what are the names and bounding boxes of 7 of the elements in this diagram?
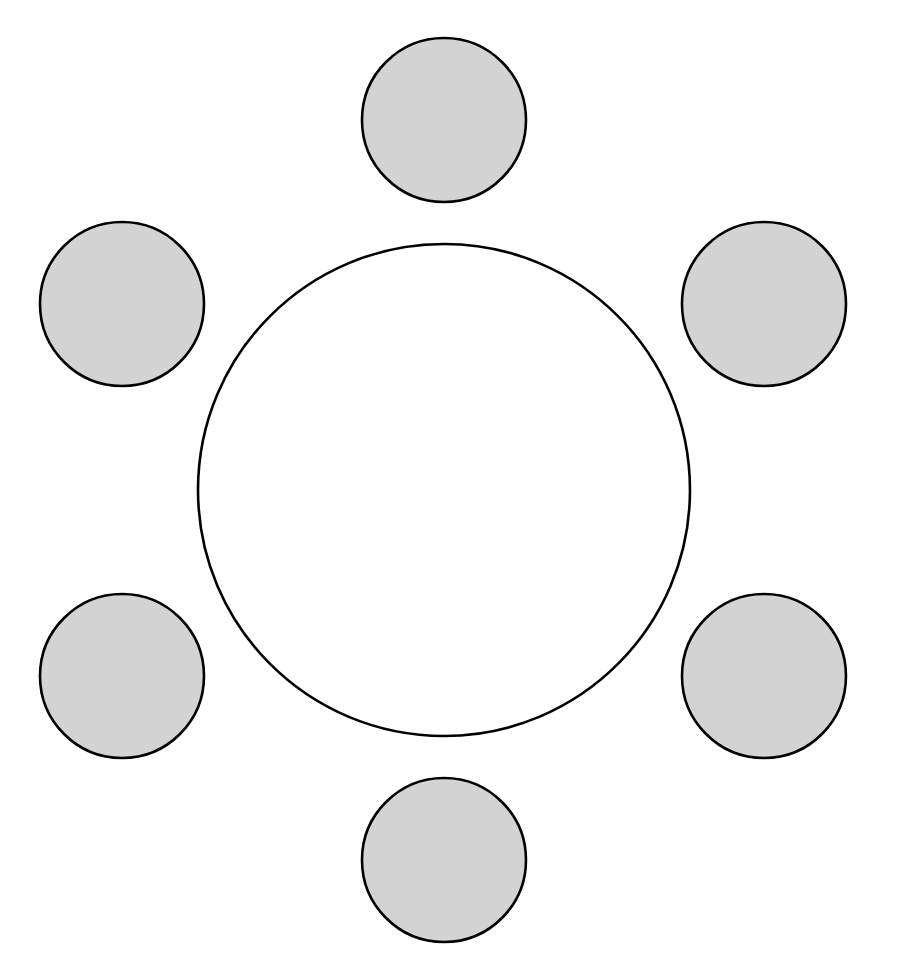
circle: [680, 592, 848, 760]
circle: [360, 36, 528, 204]
circle: [680, 220, 848, 388]
circle: [38, 592, 206, 760]
circle: [360, 776, 528, 944]
circle: [196, 242, 692, 738]
circle: [38, 220, 206, 388]
